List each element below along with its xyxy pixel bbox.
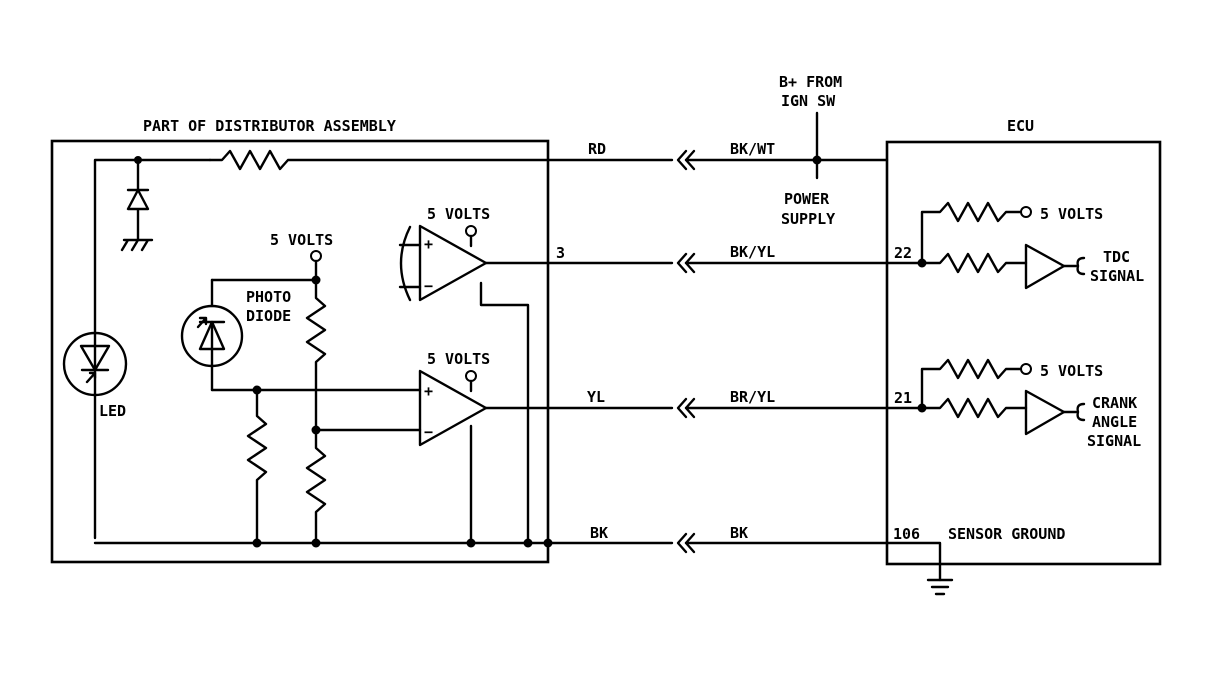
photo-diode-label: PHOTO bbox=[246, 288, 291, 306]
wire-label-yl: YL bbox=[587, 388, 605, 406]
crank-signal-label-line3: SIGNAL bbox=[1087, 432, 1141, 450]
tdc-buffer bbox=[1024, 243, 1066, 290]
power-supply-label-line2: SUPPLY bbox=[781, 210, 835, 228]
volts-label-photo: 5 VOLTS bbox=[270, 231, 333, 249]
chassis-ground-icon bbox=[120, 238, 154, 252]
wire-label-br-yl: BR/YL bbox=[730, 388, 775, 406]
led-label: LED bbox=[99, 402, 126, 420]
tdc-comparator: + − 5 VOLTS 3 bbox=[398, 205, 674, 545]
power-supply-circuit: RD BK/WT B+ FROM IGN SW POWER SUPPLY bbox=[93, 73, 889, 540]
wire-label-bk-left: BK bbox=[590, 524, 608, 542]
pin-label-106: 106 bbox=[893, 525, 920, 543]
opamp-bottom-minus: − bbox=[424, 423, 433, 441]
crank-signal-circuit: BR/YL 21 5 VOLTS CRANK ANGLE SIGNAL bbox=[676, 358, 1141, 450]
volts-label-opamp-bottom: 5 VOLTS bbox=[427, 350, 490, 368]
power-supply-label: POWER bbox=[784, 190, 830, 208]
crank-buffer bbox=[1024, 389, 1066, 436]
crank-comparator: + − 5 VOLTS YL bbox=[418, 350, 674, 545]
zener-diode bbox=[126, 158, 150, 242]
ign-sw-label: IGN SW bbox=[781, 92, 836, 110]
volts-label-opamp-top: 5 VOLTS bbox=[427, 205, 490, 223]
crank-signal-label: CRANK bbox=[1092, 394, 1137, 412]
volts-label-ecu-tdc: 5 VOLTS bbox=[1040, 205, 1103, 223]
tdc-signal-label: TDC bbox=[1103, 248, 1130, 266]
wire-label-bk-right: BK bbox=[730, 524, 748, 542]
opamp-top-plus: + bbox=[424, 235, 433, 253]
opamp-bottom-plus: + bbox=[424, 382, 433, 400]
distributor-assembly-title: PART OF DISTRIBUTOR ASSEMBLY bbox=[143, 117, 396, 135]
ecu-title: ECU bbox=[1007, 117, 1034, 135]
b-plus-label: B+ FROM bbox=[779, 73, 842, 91]
ecu-box bbox=[885, 140, 1162, 566]
pin-label-3: 3 bbox=[556, 244, 565, 262]
led-emitter: LED bbox=[62, 331, 128, 420]
photo-bias-network: 5 VOLTS bbox=[210, 231, 422, 545]
ground-icon bbox=[926, 578, 954, 596]
distributor-assembly-box bbox=[50, 139, 550, 564]
wire-label-bk-wt: BK/WT bbox=[730, 140, 775, 158]
volts-label-ecu-crank: 5 VOLTS bbox=[1040, 362, 1103, 380]
opamp-top-minus: − bbox=[424, 277, 433, 295]
tdc-signal-label-line2: SIGNAL bbox=[1090, 267, 1144, 285]
pin-label-21: 21 bbox=[894, 389, 912, 407]
wire-label-rd: RD bbox=[588, 140, 606, 158]
wire-label-bk-yl: BK/YL bbox=[730, 243, 775, 261]
photo-diode: PHOTO DIODE bbox=[180, 278, 318, 392]
photo-diode-label-line2: DIODE bbox=[246, 307, 291, 325]
ground-bus: BK BK 106 SENSOR GROUND bbox=[93, 524, 1065, 596]
tdc-signal-circuit: BK/YL 22 5 VOLTS TDC SIGNAL bbox=[676, 201, 1144, 290]
crank-signal-label-line2: ANGLE bbox=[1092, 413, 1137, 431]
sensor-ground-label: SENSOR GROUND bbox=[948, 525, 1065, 543]
pin-label-22: 22 bbox=[894, 244, 912, 262]
